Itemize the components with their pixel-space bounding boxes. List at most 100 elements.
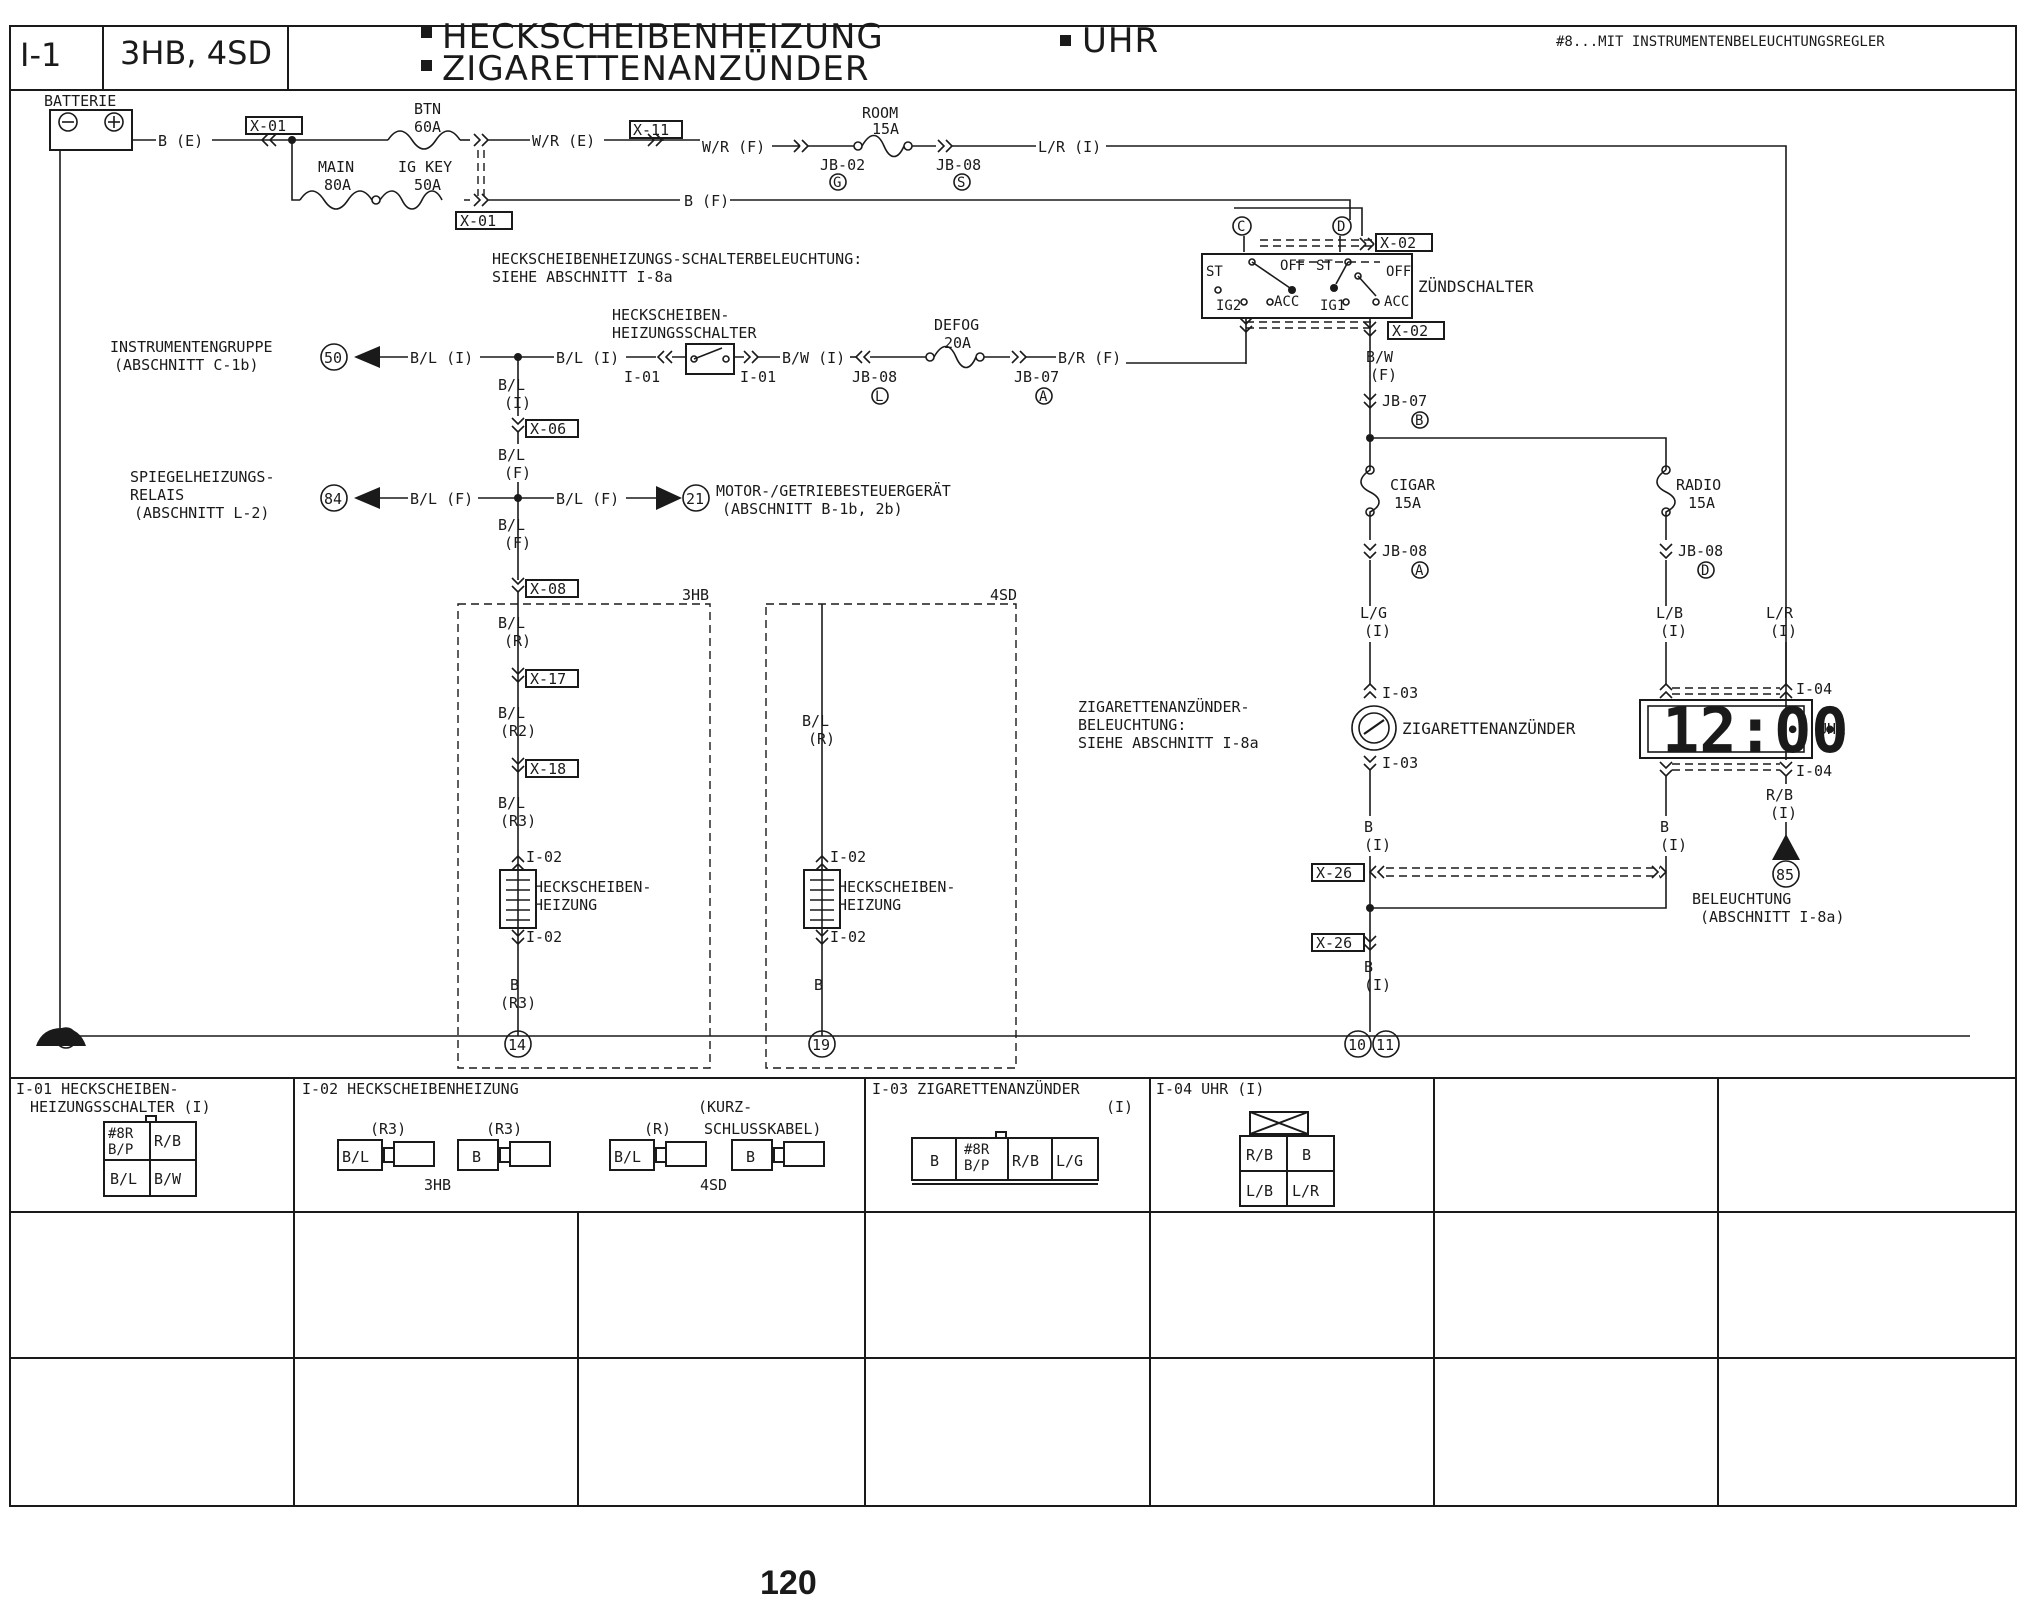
svg-text:B/L (I): B/L (I) (556, 349, 619, 367)
svg-text:B: B (746, 1148, 755, 1166)
footnote: #8...MIT INSTRUMENTENBELEUCHTUNGSREGLER (1556, 34, 1885, 50)
svg-text:JB-07: JB-07 (1382, 392, 1427, 410)
arrow-up-icon (1772, 834, 1800, 860)
svg-text:(ABSCHNITT I-8a): (ABSCHNITT I-8a) (1700, 908, 1845, 926)
conn-x08: X-08 (530, 580, 566, 598)
clock-time: 12:00 (1662, 694, 1849, 767)
svg-text:IG KEY: IG KEY (398, 158, 452, 176)
svg-text:JB-08: JB-08 (1678, 542, 1723, 560)
conn-x26b: X-26 (1316, 934, 1352, 952)
svg-text:R/B: R/B (1246, 1146, 1273, 1164)
svg-text:L/G: L/G (1056, 1152, 1083, 1170)
svg-text:(I): (I) (1770, 622, 1797, 640)
svg-text:B/W: B/W (154, 1170, 182, 1188)
svg-text:D: D (1337, 219, 1345, 235)
svg-text:(R2): (R2) (500, 722, 536, 740)
svg-text:(ABSCHNITT L-2): (ABSCHNITT L-2) (134, 504, 269, 522)
conn-x01b: X-01 (460, 212, 496, 230)
svg-text:(I): (I) (504, 394, 531, 412)
svg-text:(I): (I) (1106, 1098, 1133, 1116)
svg-text:B/L (I): B/L (I) (410, 349, 473, 367)
svg-text:G: G (833, 175, 841, 191)
conn-x17: X-17 (530, 670, 566, 688)
conn-x02b: X-02 (1392, 322, 1428, 340)
svg-text:I-03: I-03 (1382, 684, 1418, 702)
svg-text:60A: 60A (414, 118, 441, 136)
svg-text:BELEUCHTUNG:: BELEUCHTUNG: (1078, 716, 1186, 734)
svg-text:(I): (I) (1660, 622, 1687, 640)
svg-text:ST: ST (1206, 264, 1223, 280)
svg-text:B/R (F): B/R (F) (1058, 349, 1121, 367)
svg-text:SIEHE ABSCHNITT I-8a: SIEHE ABSCHNITT I-8a (492, 268, 673, 286)
svg-text:R/B: R/B (1766, 786, 1793, 804)
conn-x11: X-11 (633, 121, 669, 139)
svg-text:#8R: #8R (108, 1126, 134, 1142)
svg-text:15A: 15A (1394, 494, 1421, 512)
heater-icon (499, 869, 537, 929)
svg-text:I-02: I-02 (526, 848, 562, 866)
svg-text:IG2: IG2 (1216, 298, 1241, 314)
connector-i01: I-01 HECKSCHEIBEN- HEIZUNGSSCHALTER (I) … (16, 1080, 211, 1197)
heater-icon (803, 869, 841, 929)
arrow-left-icon (354, 346, 380, 368)
svg-text:(ABSCHNITT B-1b, 2b): (ABSCHNITT B-1b, 2b) (722, 500, 903, 518)
svg-text:S: S (957, 175, 965, 191)
svg-text:CIGAR: CIGAR (1390, 476, 1436, 494)
section-id: I-1 (20, 36, 61, 74)
svg-text:B: B (472, 1148, 481, 1166)
frame (9, 25, 2017, 1507)
svg-text:B/L: B/L (498, 516, 525, 534)
svg-text:RELAIS: RELAIS (130, 486, 184, 504)
svg-text:INSTRUMENTENGRUPPE: INSTRUMENTENGRUPPE (110, 338, 273, 356)
svg-text:B/L: B/L (110, 1170, 137, 1188)
svg-text:10: 10 (1348, 1036, 1366, 1054)
svg-text:80A: 80A (324, 176, 351, 194)
svg-text:(R3): (R3) (486, 1120, 522, 1138)
svg-text:HEIZUNG: HEIZUNG (838, 896, 901, 914)
variant-3hb-box (457, 603, 711, 1069)
arrow-right-icon (656, 486, 682, 510)
svg-text:I-01: I-01 (740, 368, 776, 386)
svg-text:L: L (875, 389, 883, 405)
svg-text:3HB: 3HB (424, 1176, 451, 1194)
svg-text:L/R: L/R (1766, 604, 1794, 622)
svg-text:JB-02: JB-02 (820, 156, 865, 174)
title-heckscheibenheizung: HECKSCHEIBENHEIZUNG (442, 17, 884, 57)
svg-text:85: 85 (1776, 866, 1794, 884)
header: I-1 3HB, 4SD HECKSCHEIBENHEIZUNG ZIGARET… (20, 17, 1885, 89)
svg-text:B: B (1415, 413, 1423, 429)
svg-text:ACC: ACC (1384, 294, 1409, 310)
battery: BATTERIE (44, 92, 133, 151)
svg-text:I-02 HECKSCHEIBENHEIZUNG: I-02 HECKSCHEIBENHEIZUNG (302, 1080, 519, 1098)
svg-text:I-03: I-03 (1382, 754, 1418, 772)
svg-text:HEIZUNG: HEIZUNG (534, 896, 597, 914)
svg-text:(I): (I) (1364, 622, 1391, 640)
svg-text:B/L (F): B/L (F) (556, 490, 619, 508)
svg-text:OFF: OFF (1386, 264, 1411, 280)
svg-text:I-02: I-02 (526, 928, 562, 946)
svg-text:I-02: I-02 (830, 928, 866, 946)
svg-text:B/L: B/L (342, 1148, 369, 1166)
svg-text:RADIO: RADIO (1676, 476, 1721, 494)
svg-text:(I): (I) (1660, 836, 1687, 854)
svg-text:B/P: B/P (964, 1158, 989, 1174)
svg-text:HECKSCHEIBEN-: HECKSCHEIBEN- (534, 878, 651, 896)
svg-text:15A: 15A (872, 120, 899, 138)
svg-text:B/L: B/L (614, 1148, 641, 1166)
connector-i03: I-03 ZIGARETTENANZÜNDER (I) B #8R B/P R/… (872, 1079, 1133, 1185)
ignition-switch-label: ZÜNDSCHALTER (1418, 277, 1534, 296)
svg-text:IG1: IG1 (1320, 298, 1345, 314)
clock-display (1639, 699, 1813, 759)
svg-text:(R3): (R3) (500, 994, 536, 1012)
svg-text:I-04 UHR (I): I-04 UHR (I) (1156, 1080, 1264, 1098)
svg-text:ZIGARETTENANZÜNDER: ZIGARETTENANZÜNDER (1402, 719, 1576, 738)
svg-text:R/B: R/B (154, 1132, 181, 1150)
svg-text:SPIEGELHEIZUNGS-: SPIEGELHEIZUNGS- (130, 468, 275, 486)
svg-text:15A: 15A (1688, 494, 1715, 512)
svg-text:11: 11 (1376, 1036, 1394, 1054)
connector-i04: I-04 UHR (I) R/B B L/B L/R (1156, 1080, 1335, 1207)
page-number: 120 (760, 1564, 817, 1602)
svg-text:B/W (I): B/W (I) (782, 349, 845, 367)
svg-text:14: 14 (508, 1036, 526, 1054)
